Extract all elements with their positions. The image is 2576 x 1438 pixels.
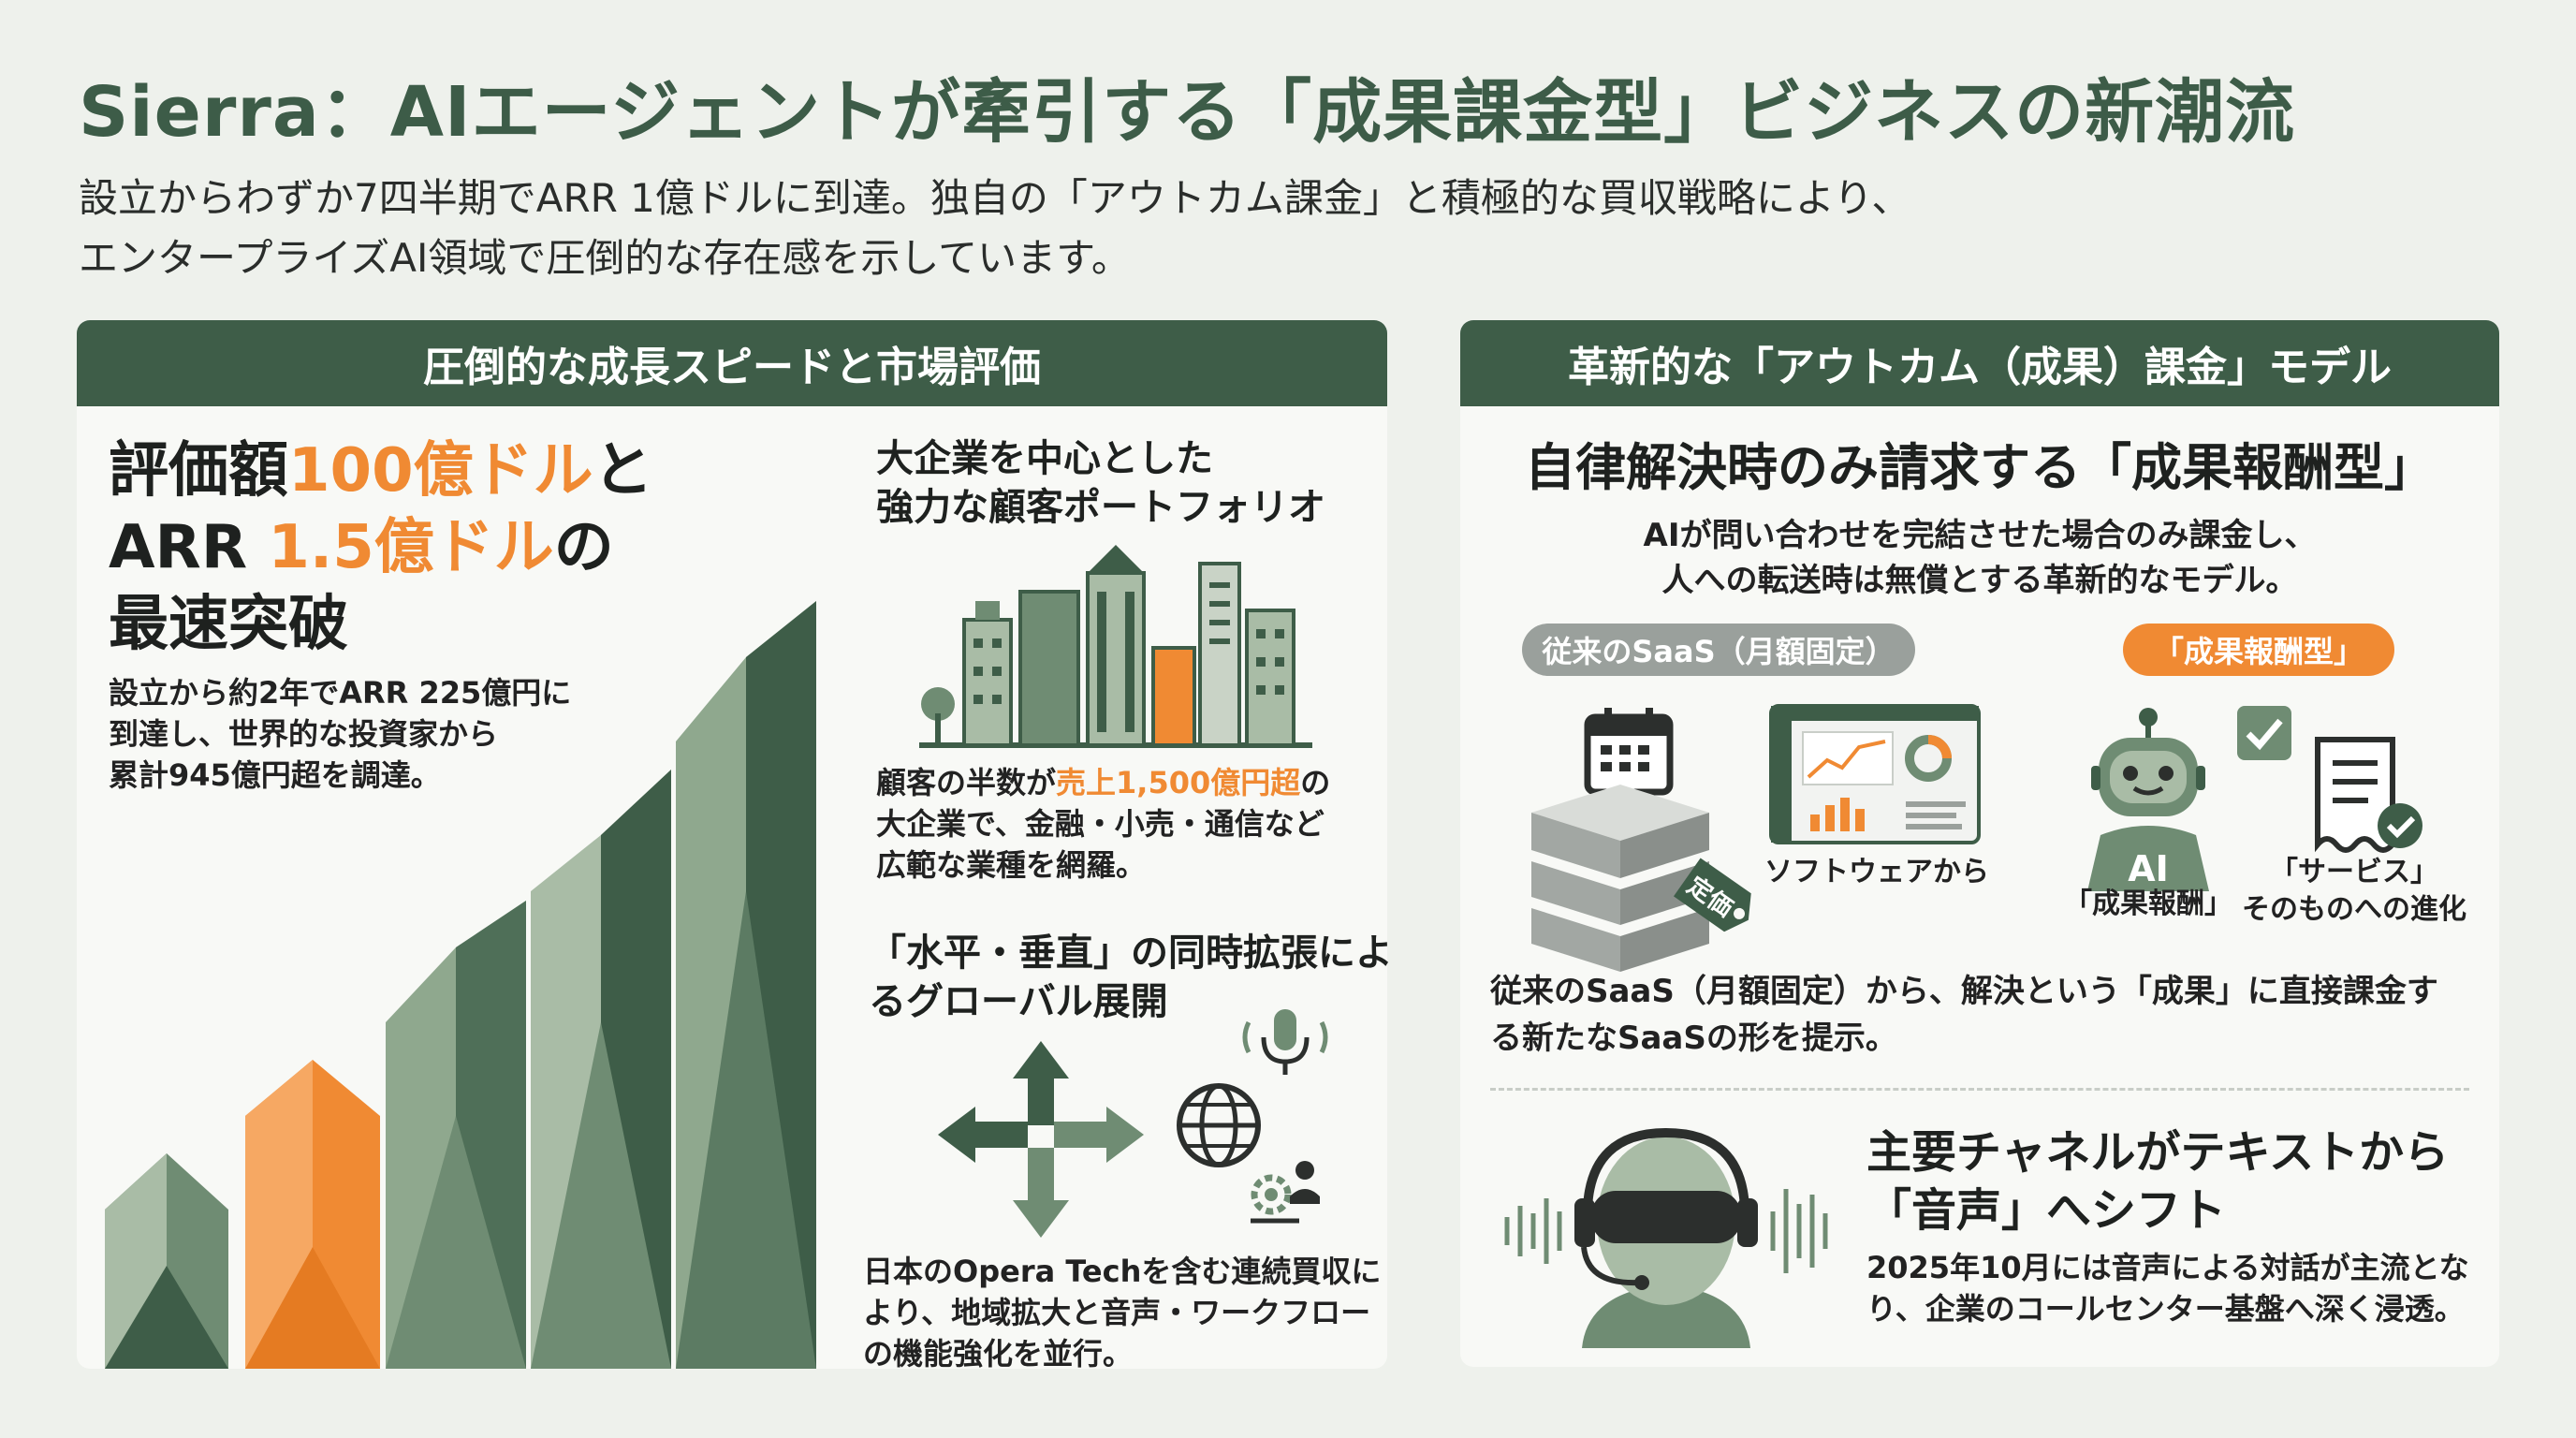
summary-line-1: 従来のSaaS（月額固定）から、解決という「成果」に直接課金す: [1490, 973, 2438, 1010]
valuation-highlight: 100億ドル: [288, 436, 593, 506]
software-label: ソフトウェアから: [1764, 856, 1989, 888]
valuation-suffix: と: [593, 436, 653, 506]
server-stack-icon: [1531, 785, 1709, 972]
growth-panel-header: 圧倒的な成長スピードと市場評価: [77, 320, 1387, 406]
voice-heading-line-1: 主要チャネルがテキストから: [1866, 1126, 2450, 1179]
reward-label: 「成果報酬」: [2064, 888, 2232, 920]
portfolio-heading-line-1: 大企業を中心とした: [876, 437, 1213, 480]
valuation-desc-line-1: 設立から約2年でARR 225億円に: [109, 675, 572, 711]
expansion-desc-line-2: より、地域拡大と音声・ワークフロー: [863, 1295, 1371, 1330]
page-title: Sierra：AIエージェントが牽引する「成果課金型」ビジネスの新潮流: [79, 72, 2296, 153]
expansion-heading: 「水平・垂直」の同時拡張によ るグローバル展開: [869, 929, 1393, 1026]
software-dashboard-icon: [1769, 704, 1981, 844]
valuation-heading: 評価額100億ドルと ARR 1.5億ドルの 最速突破: [109, 433, 783, 663]
portfolio-heading-line-2: 強力な顧客ポートフォリオ: [876, 486, 1325, 529]
arr-suffix: の: [553, 513, 614, 582]
expansion-desc-line-3: の機能強化を並行。: [863, 1336, 1134, 1372]
microphone-icon: [1242, 1009, 1328, 1075]
checkmark-box-icon: [2237, 706, 2291, 760]
valuation-prefix: 評価額: [109, 436, 288, 506]
service-label-line-2: そのものへの進化: [2242, 893, 2466, 926]
voice-desc-line-1: 2025年10月には音声による対話が主流とな: [1866, 1250, 2469, 1285]
subtitle-line-2: エンタープライズAI領域で圧倒的な存在感を示しています。: [79, 235, 1131, 281]
valuation-desc-line-2: 到達し、世界的な投資家から: [109, 716, 499, 752]
arr-prefix: ARR: [109, 513, 269, 582]
outcome-reward-pill: 「成果報酬型」: [2123, 624, 2394, 676]
expansion-desc-line-1: 日本のOpera Techを含む連続買収に: [863, 1254, 1382, 1289]
portfolio-desc-line-3: 広範な業種を網羅。: [876, 847, 1147, 883]
voice-desc-line-2: り、企業のコールセンター基盤へ深く浸透。: [1866, 1291, 2465, 1327]
document-check-icon: [2315, 737, 2422, 853]
voice-shift-heading: 主要チャネルがテキストから 「音声」へシフト: [1866, 1123, 2484, 1240]
valuation-heading-line-1: 評価額100億ドルと: [109, 433, 783, 509]
outcome-summary: 従来のSaaS（月額固定）から、解決という「成果」に直接課金す る新たなSaaS…: [1490, 968, 2482, 1062]
service-label-line-1: 「サービス」: [2270, 856, 2438, 888]
growth-bars-graphic: [105, 601, 816, 1369]
service-evolution-label: 「サービス」 そのものへの進化: [2237, 854, 2471, 929]
outcome-model-panel-header: 革新的な「アウトカム（成果）課金」モデル: [1460, 320, 2499, 406]
outcome-model-description: AIが問い合わせを完結させた場合のみ課金し、 人への転送時は無償とする革新的なモ…: [1460, 513, 2499, 603]
outcome-desc-line-2: 人への転送時は無償とする革新的なモデル。: [1661, 562, 2298, 599]
expansion-heading-line-2: るグローバル展開: [869, 980, 1168, 1023]
outcome-model-panel: 革新的な「アウトカム（成果）課金」モデル 自律解決時のみ請求する「成果報酬型」 …: [1460, 320, 2499, 1367]
expansion-arrows-icon: [938, 1041, 1144, 1238]
valuation-heading-line-3: 最速突破: [109, 590, 348, 659]
page-subtitle: 設立からわずか7四半期でARR 1億ドルに到達。独自の「アウトカム課金」と積極的…: [79, 169, 2138, 288]
voice-shift-description: 2025年10月には音声による対話が主流とな り、企業のコールセンター基盤へ深く…: [1866, 1247, 2484, 1329]
outcome-desc-line-1: AIが問い合わせを完結させた場合のみ課金し、: [1643, 517, 2317, 554]
arr-highlight: 1.5億ドル: [268, 513, 554, 582]
portfolio-description: 顧客の半数が売上1,500億円超の 大企業で、金融・小売・通信など 広範な業種を…: [876, 762, 1363, 886]
traditional-saas-pill: 従来のSaaS（月額固定）: [1522, 624, 1915, 676]
subtitle-line-1: 設立からわずか7四半期でARR 1億ドルに到達。独自の「アウトカム課金」と積極的…: [79, 175, 1911, 221]
price-tag-icon: [1673, 858, 1751, 932]
valuation-heading-line-2: ARR 1.5億ドルの: [109, 509, 783, 586]
portfolio-desc-line-2: 大企業で、金融・小売・通信など: [876, 806, 1325, 842]
expansion-description: 日本のOpera Techを含む連続買収に より、地域拡大と音声・ワークフロー …: [863, 1251, 1387, 1374]
voice-heading-line-2: 「音声」へシフト: [1866, 1184, 2227, 1237]
expansion-heading-line-1: 「水平・垂直」の同時拡張によ: [869, 932, 1393, 975]
city-buildings-icon: [919, 545, 1312, 748]
ai-robot-icon: [2087, 708, 2209, 891]
portfolio-desc-highlight: 売上1,500億円超: [1056, 765, 1301, 800]
section-divider: [1490, 1088, 2469, 1091]
workflow-gear-icon: [1251, 1161, 1320, 1224]
calendar-icon: [1584, 708, 1674, 796]
valuation-description: 設立から約2年でARR 225億円に 到達し、世界的な投資家から 累計945億円…: [109, 672, 670, 796]
portfolio-desc-line-1: 顧客の半数が売上1,500億円超の: [876, 762, 1363, 803]
globe-icon: [1177, 1083, 1261, 1167]
portfolio-heading: 大企業を中心とした 強力な顧客ポートフォリオ: [876, 434, 1382, 532]
summary-line-2: る新たなSaaSの形を提示。: [1490, 1020, 1897, 1057]
portfolio-desc-suffix: の: [1300, 765, 1331, 800]
portfolio-desc-prefix: 顧客の半数が: [876, 765, 1057, 800]
growth-panel: 圧倒的な成長スピードと市場評価 評価額100億ドルと ARR 1.5億ドルの 最…: [77, 320, 1393, 1372]
valuation-desc-line-3: 累計945億円超を調達。: [109, 757, 441, 793]
headset-operator-icon: [1504, 1127, 1828, 1348]
outcome-model-heading: 自律解決時のみ請求する「成果報酬型」: [1525, 438, 2435, 497]
ai-robot-label: AI: [2128, 848, 2169, 889]
